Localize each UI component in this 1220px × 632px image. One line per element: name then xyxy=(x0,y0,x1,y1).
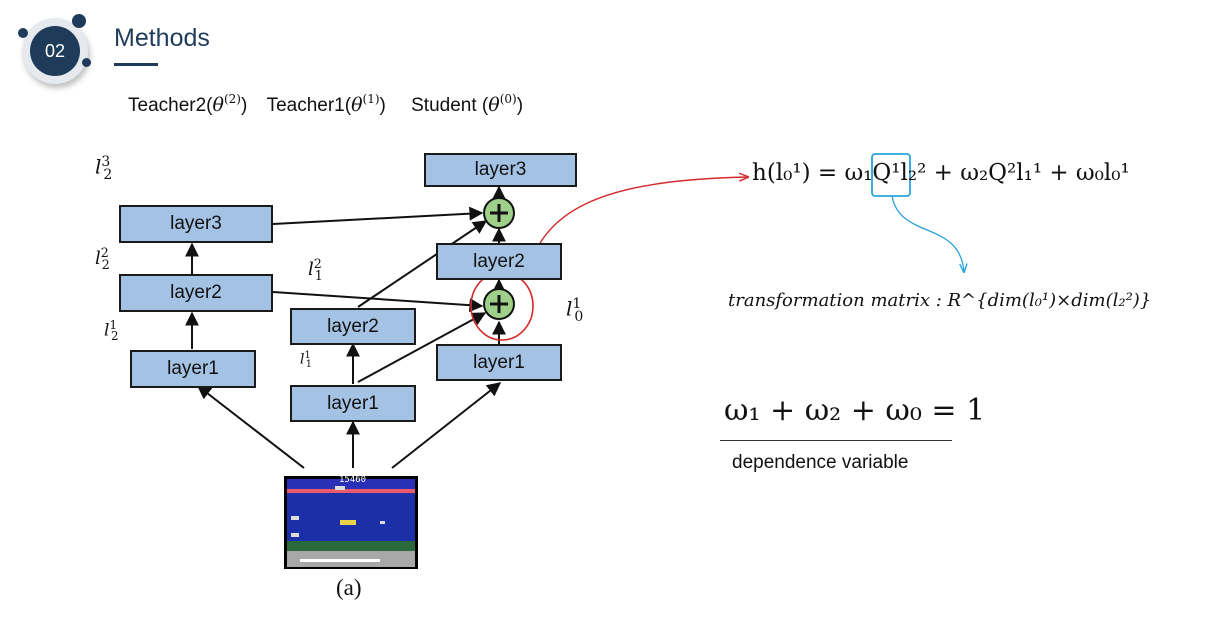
transformation-matrix: transformation matrix : R^{dim(l₀¹)×dim(… xyxy=(728,290,1152,311)
network-header-row: Teacher2(θ(2)) Teacher1(θ(1)) Student (θ… xyxy=(128,92,523,117)
sum-node-middle xyxy=(483,288,515,320)
badge-dot xyxy=(82,58,91,67)
section-number: 02 xyxy=(30,26,80,76)
student-layer1: layer1 xyxy=(436,344,562,381)
blue-callout-curve xyxy=(891,195,964,272)
label-l2-1: l12 xyxy=(104,318,119,344)
game-score: 15460 xyxy=(339,475,367,485)
label-l1-1: l11 xyxy=(300,350,312,371)
h-equation: h(l₀¹) = ω₁Q¹l₂² + ω₂Q²l₁¹ + ω₀l₀¹ xyxy=(752,160,1130,186)
figure-caption: (a) xyxy=(336,575,362,600)
q1-highlight-box xyxy=(871,153,911,197)
student-layer2: layer2 xyxy=(436,243,562,280)
label-l1-2: l21 xyxy=(308,256,323,283)
teacher2-layer3: layer3 xyxy=(119,205,273,243)
badge-dot xyxy=(72,14,86,28)
teacher2-layer1: layer1 xyxy=(130,350,256,388)
student-layer3: layer3 xyxy=(424,153,577,187)
section-title: Methods xyxy=(114,24,210,52)
sum-node-top xyxy=(483,197,515,229)
teacher2-layer2: layer2 xyxy=(119,274,273,312)
title-underline xyxy=(114,63,158,66)
teacher1-layer1: layer1 xyxy=(290,385,416,422)
label-l0-1: l10 xyxy=(566,296,584,325)
section-badge: 02 xyxy=(18,14,94,90)
label-l2-2: l22 xyxy=(95,245,110,272)
teacher1-layer2: layer2 xyxy=(290,308,416,345)
teacher1-header: Teacher1(θ(1)) xyxy=(266,92,386,116)
game-frame-image xyxy=(284,476,418,569)
student-header: Student (θ(0)) xyxy=(411,92,524,116)
weights-sum-equation: ω₁ + ω₂ + ω₀ = 1 xyxy=(724,393,986,428)
teacher2-header: Teacher2(θ(2)) xyxy=(128,92,248,116)
weights-caption: dependence variable xyxy=(732,452,909,473)
badge-dot xyxy=(18,28,28,38)
equation-underline xyxy=(720,440,952,441)
label-l2-3: l32 xyxy=(95,154,113,183)
